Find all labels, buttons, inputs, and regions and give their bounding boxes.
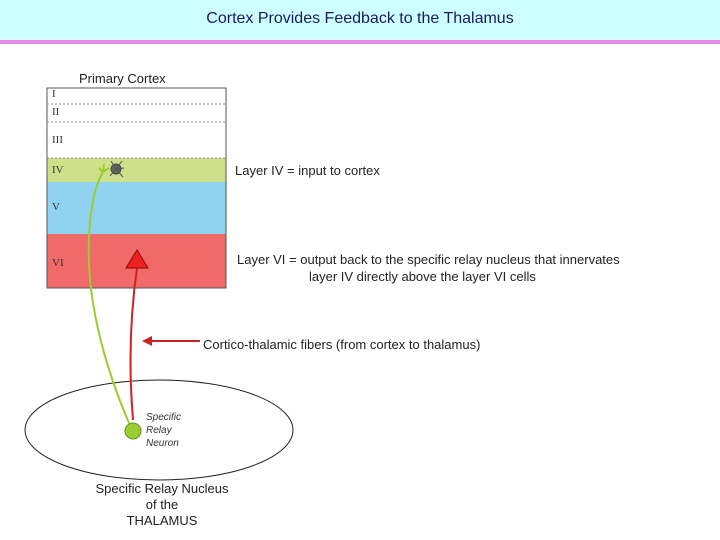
cortex-outline	[46, 87, 227, 289]
layer-ii-numeral: II	[52, 106, 60, 118]
thalamocortical-axon	[87, 171, 133, 431]
relay-neuron-label-line2: Relay	[146, 425, 172, 436]
layer-i-band	[47, 88, 226, 104]
layer-vi-numeral: VI	[52, 257, 64, 269]
layer-vi-annotation-line1: Layer VI = output back to the specific r…	[237, 252, 620, 267]
thalamus-nucleus-ellipse	[24, 379, 294, 481]
primary-cortex-label: Primary Cortex	[79, 71, 166, 86]
corticothalamic-fibers-label: Cortico-thalamic fibers (from cortex to …	[203, 337, 481, 352]
relay-nucleus-label: Specific Relay Nucleus of the THALAMUS	[82, 481, 242, 529]
layer-vi-pyramidal-neuron	[125, 249, 149, 269]
relay-neuron-label: Specific Relay Neuron	[146, 411, 181, 450]
layer-iv-annotation: Layer IV = input to cortex	[235, 163, 380, 178]
title-bar	[0, 0, 720, 40]
relay-neuron-label-line1: Specific	[146, 412, 182, 423]
layer-iv-numeral: IV	[52, 164, 64, 176]
layer-iv-band	[47, 158, 226, 182]
layer-v-band	[47, 182, 226, 234]
title-underline	[0, 40, 720, 44]
relay-nucleus-label-line3: THALAMUS	[126, 513, 198, 528]
layer-v-numeral: V	[52, 201, 60, 213]
layer-iv-stellate-neuron	[109, 160, 125, 178]
corticothalamic-axon	[129, 267, 138, 421]
specific-relay-neuron	[124, 422, 142, 440]
layer-iii-numeral: III	[52, 134, 63, 146]
layer-ii-band	[47, 104, 226, 122]
relay-nucleus-label-line2: of the	[145, 497, 179, 512]
fiber-arrow-head	[142, 336, 152, 346]
page-title: Cortex Provides Feedback to the Thalamus	[206, 10, 514, 27]
axon-branch	[102, 163, 105, 173]
layer-iii-band	[47, 122, 226, 158]
layer-vi-annotation-line2: layer IV directly above the layer VI cel…	[309, 269, 536, 284]
layer-i-numeral: I	[52, 88, 56, 100]
relay-neuron-label-line3: Neuron	[146, 438, 179, 449]
relay-nucleus-label-line1: Specific Relay Nucleus	[95, 481, 229, 496]
